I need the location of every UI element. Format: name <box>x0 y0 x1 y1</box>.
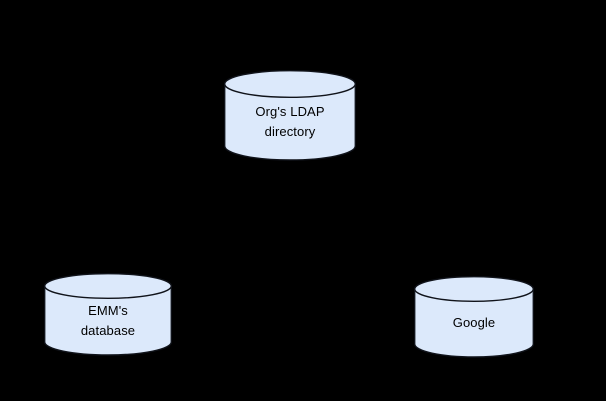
cylinder-body <box>224 83 356 161</box>
cylinder-icon <box>44 272 172 356</box>
cylinder-icon <box>414 275 534 358</box>
cylinder-body <box>44 285 172 356</box>
cylinder-top-cap <box>223 69 357 99</box>
cylinder-body <box>414 288 534 358</box>
cylinder-icon <box>223 69 357 161</box>
cylinder-top-cap <box>44 272 172 300</box>
node-emms-database[interactable]: EMM's database <box>44 272 172 356</box>
cylinder-top-cap <box>414 275 534 303</box>
node-orgs-ldap-directory[interactable]: Org's LDAP directory <box>223 69 357 161</box>
node-google[interactable]: Google <box>414 275 534 358</box>
